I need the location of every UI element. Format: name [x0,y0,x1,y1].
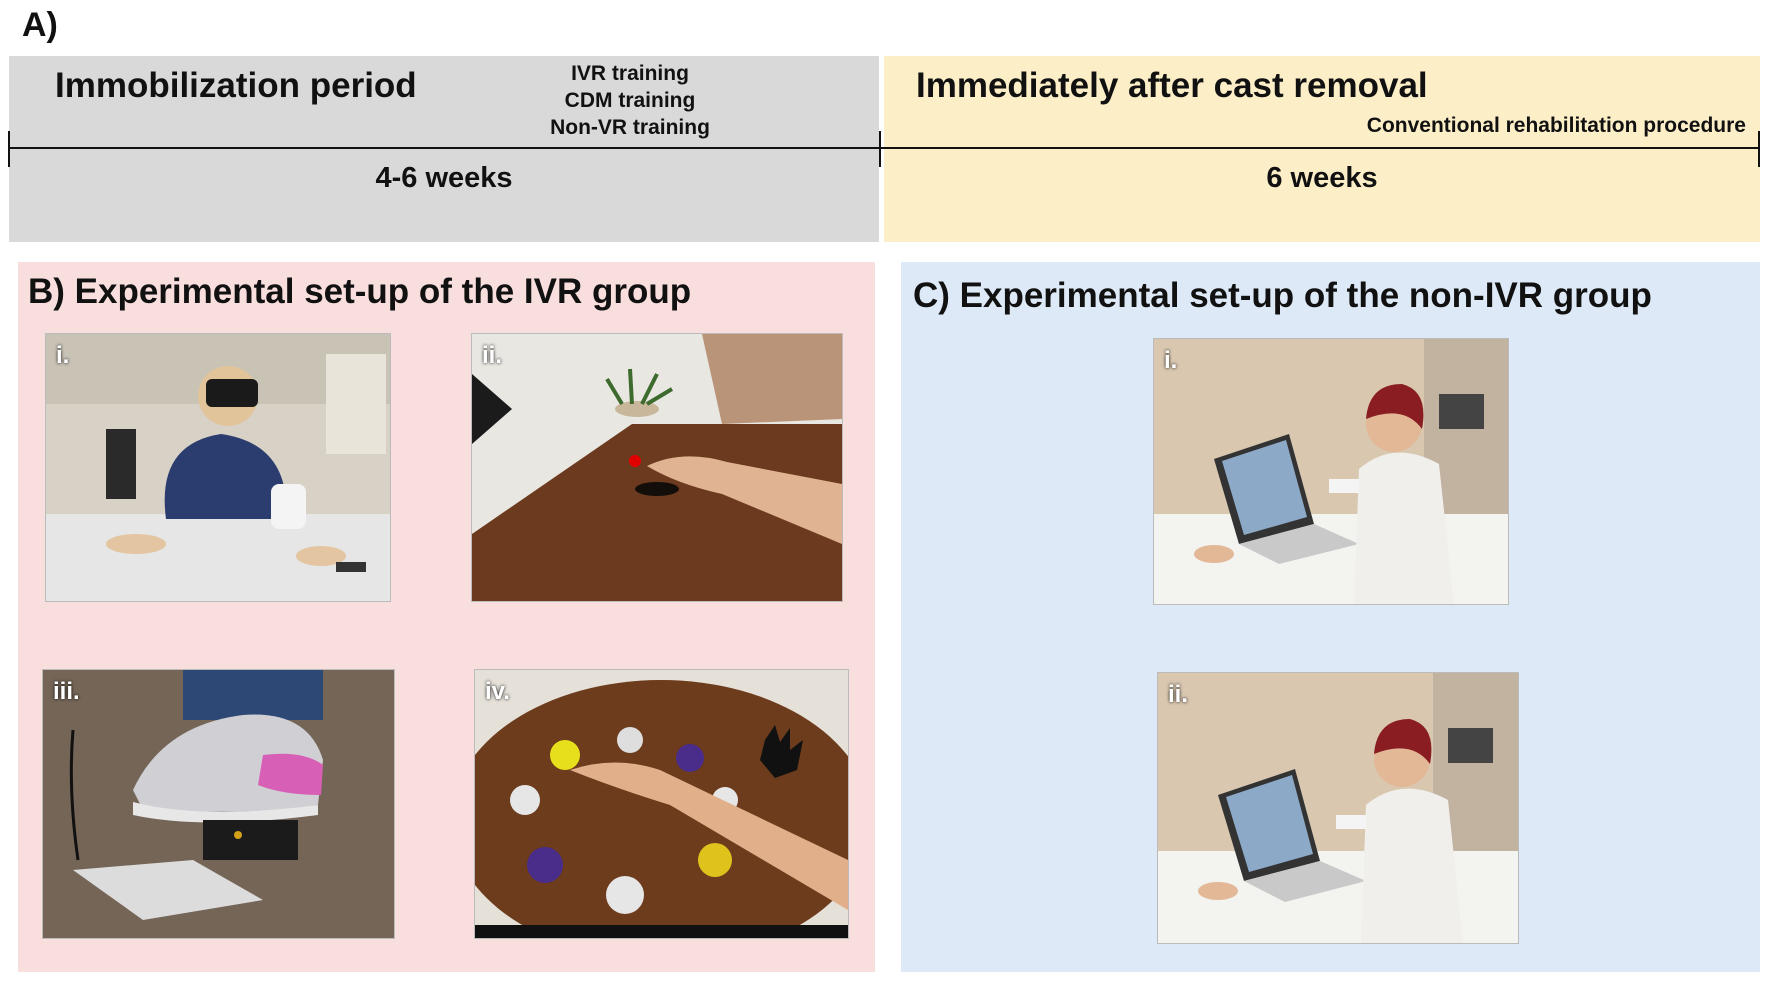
non-ivr-photo-i-label: i. [1164,347,1178,374]
timeline-tick-middle [879,131,881,167]
timeline-axis [8,147,1760,149]
training-cdm: CDM training [564,89,696,112]
ivr-photo-ii: ii. [471,333,843,602]
ivr-photo-i: i. [45,333,391,602]
ivr-photo-iv: iv. [474,669,849,939]
laptop-user-illustration-ii [1158,673,1518,943]
ivr-photo-i-label: i. [56,342,70,369]
post-cast-title: Immediately after cast removal [916,66,1428,105]
non-ivr-panel-title: C) Experimental set-up of the non-IVR gr… [913,276,1652,315]
foot-pedal-illustration [43,670,394,938]
immobilization-band [9,56,879,242]
non-ivr-photo-i: i. [1153,338,1509,605]
post-cast-band [884,56,1760,242]
post-cast-duration: 6 weeks [1266,162,1378,194]
training-ivr: IVR training [571,62,689,85]
ivr-photo-iv-label: iv. [485,678,510,705]
headset-user-illustration [46,334,390,601]
virtual-balls-illustration [475,670,848,938]
timeline-tick-end [1758,131,1760,167]
training-non-vr: Non-VR training [550,116,710,139]
non-ivr-photo-ii-label: ii. [1168,681,1189,708]
immobilization-duration: 4-6 weeks [375,162,513,194]
timeline-tick-start [8,131,10,167]
non-ivr-panel: C) Experimental set-up of the non-IVR gr… [901,262,1760,972]
laptop-user-illustration-i [1154,339,1508,604]
non-ivr-photo-ii: ii. [1157,672,1519,944]
ivr-panel: B) Experimental set-up of the IVR group … [18,262,875,972]
conventional-rehab-note: Conventional rehabilitation procedure [1366,114,1746,137]
ivr-photo-iii: iii. [42,669,395,939]
ivr-photo-iii-label: iii. [53,678,80,705]
ivr-panel-title: B) Experimental set-up of the IVR group [28,272,692,311]
ivr-photo-ii-label: ii. [482,342,503,369]
panel-a-label: A) [22,6,58,44]
immobilization-title: Immobilization period [55,66,417,105]
virtual-arm-illustration [472,334,842,601]
training-list: IVR training CDM training Non-VR trainin… [540,60,720,141]
